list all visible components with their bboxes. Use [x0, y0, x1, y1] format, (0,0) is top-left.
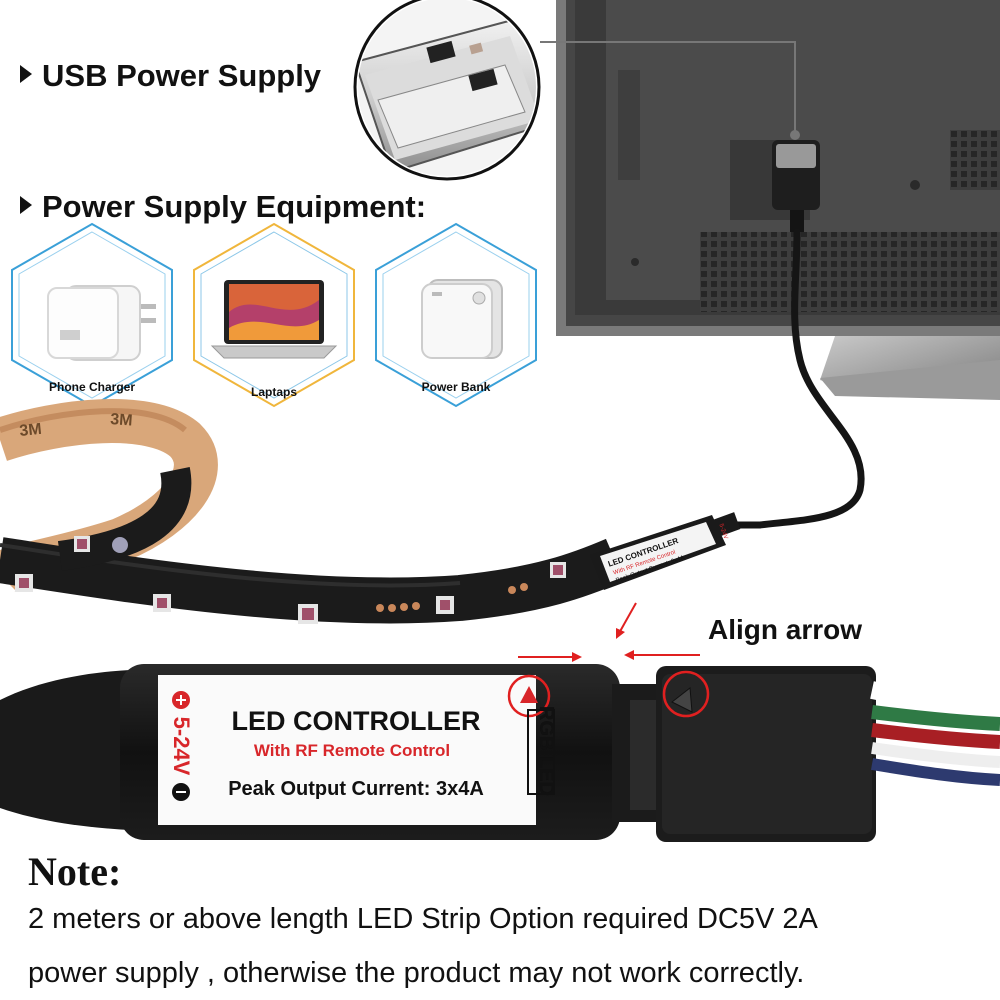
align-marker-right	[662, 670, 710, 718]
controller-title: LED CONTROLLER	[232, 706, 481, 736]
led-chips	[15, 536, 566, 624]
usb-power-heading-text: USB Power Supply	[42, 58, 322, 93]
small-controller-voltage: 5-24V	[718, 523, 729, 540]
small-controller	[590, 512, 741, 590]
usb-cable	[716, 228, 865, 529]
led-strip	[0, 399, 625, 624]
power-bank-icon	[421, 279, 503, 359]
note-title: Note:	[28, 849, 122, 894]
phone-charger-icon	[47, 285, 156, 361]
controller-voltage: 5-24V	[169, 717, 194, 776]
polarity-marks	[172, 691, 190, 801]
led-controller	[0, 664, 1000, 842]
device-label-laptop: Laptaps	[250, 385, 297, 399]
bullet-triangle-icon	[20, 65, 32, 83]
callout-line	[540, 41, 796, 135]
note-line-2: power supply , otherwise the product may…	[28, 957, 805, 989]
equipment-heading: Power Supply Equipment:	[20, 189, 426, 225]
controller-rgb: RGB LED	[535, 706, 557, 796]
controller-current: Peak Output Current: 3x4A	[228, 778, 484, 800]
usb-power-heading: USB Power Supply	[20, 58, 321, 94]
usb-connector-closeup	[353, 0, 541, 181]
tape-3m-text: 3M	[19, 421, 43, 440]
bullet-triangle-icon	[20, 196, 32, 214]
laptop-icon	[210, 280, 338, 359]
tape-3m-text-2: 3M	[110, 411, 133, 430]
tv-stand	[820, 336, 1000, 400]
device-label-power-bank: Power Bank	[421, 380, 491, 394]
usb-plug-small-icon	[772, 140, 820, 232]
align-arrows	[518, 602, 700, 662]
equipment-heading-text: Power Supply Equipment:	[42, 189, 427, 224]
note-line-1: 2 meters or above length LED Strip Optio…	[28, 903, 818, 935]
controller-subtitle: With RF Remote Control	[254, 741, 450, 760]
device-label-phone-charger: Phone Charger	[48, 380, 135, 394]
align-arrow-label: Align arrow	[708, 614, 863, 645]
